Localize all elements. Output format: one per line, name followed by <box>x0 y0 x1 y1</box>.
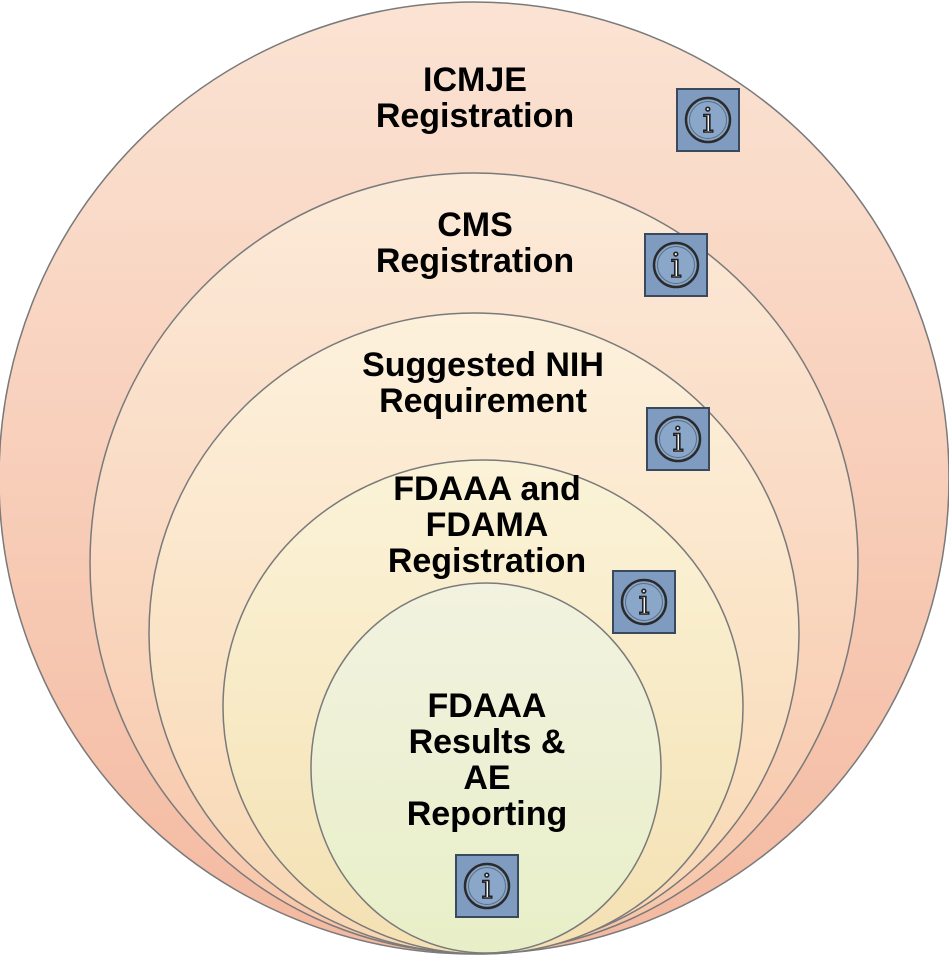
label-icmje-registration: ICMJE Registration <box>350 62 600 134</box>
label-line: Registration <box>375 242 575 280</box>
info-icon: i <box>684 96 732 144</box>
info-icon: i <box>654 415 702 463</box>
info-glyph: i <box>482 867 493 907</box>
info-glyph: i <box>673 420 684 460</box>
info-button-fdaaa-results[interactable]: i <box>455 854 519 918</box>
label-fdaaa-fdama-registration: FDAAA and FDAMA Registration <box>362 471 612 579</box>
label-line: ICMJE <box>423 61 527 99</box>
label-line: FDAAA <box>427 687 547 725</box>
info-icon: i <box>463 862 511 910</box>
label-line: CMS <box>437 206 513 244</box>
ring-fdaaa-results <box>310 582 662 954</box>
info-icon: i <box>620 578 668 626</box>
info-button-icmje[interactable]: i <box>676 88 740 152</box>
info-glyph: i <box>639 583 650 623</box>
info-icon: i <box>652 241 700 289</box>
label-suggested-nih-requirement: Suggested NIH Requirement <box>330 347 636 419</box>
label-line: FDAAA and <box>393 470 581 508</box>
info-glyph: i <box>671 246 682 286</box>
info-glyph: i <box>703 101 714 141</box>
label-line: Reporting <box>406 795 568 833</box>
label-line: Registration <box>375 97 575 135</box>
label-line: Suggested NIH <box>362 346 604 384</box>
label-line: AE <box>463 759 511 797</box>
label-line: FDAMA <box>425 506 549 544</box>
label-fdaaa-results-ae-reporting: FDAAA Results & AE Reporting <box>362 688 612 832</box>
label-line: Requirement <box>379 382 587 420</box>
info-button-fdaaa-fdama[interactable]: i <box>612 570 676 634</box>
label-cms-registration: CMS Registration <box>350 207 600 279</box>
info-button-cms[interactable]: i <box>644 233 708 297</box>
label-line: Results & <box>408 723 566 761</box>
info-button-nih[interactable]: i <box>646 407 710 471</box>
label-line: Registration <box>387 542 587 580</box>
